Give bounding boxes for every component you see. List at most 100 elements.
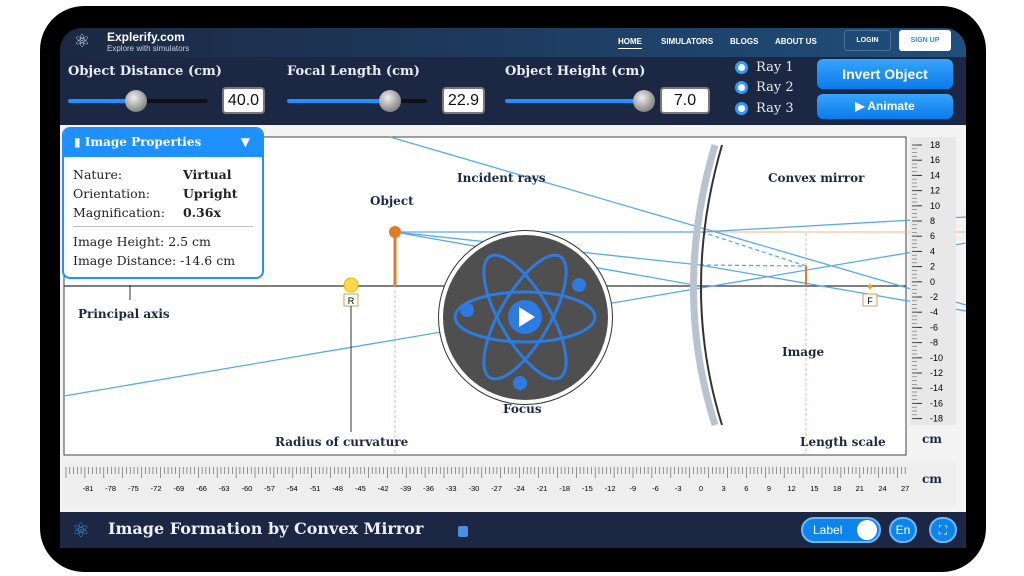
focal-length-label: Focal Length (cm) — [287, 64, 420, 79]
collapse-icon: ▼ — [240, 135, 250, 149]
virtual-ray — [701, 231, 807, 267]
hruler-tick-label: -39 — [400, 484, 411, 493]
vruler-tick-label: 4 — [930, 246, 935, 256]
info-icon[interactable] — [458, 526, 468, 537]
slider-handle[interactable] — [125, 90, 147, 112]
vruler-tick-label: 2 — [930, 262, 935, 272]
hruler-tick-label: -9 — [629, 484, 636, 493]
hruler-tick-label: -66 — [196, 484, 207, 493]
label-toggle[interactable]: Label — [801, 517, 881, 543]
vruler-tick-label: 0 — [930, 277, 935, 287]
length-scale-label: Length scale — [800, 435, 886, 449]
mirror-back — [690, 144, 719, 427]
nav-home[interactable]: HOME — [618, 37, 642, 49]
vruler-tick-label: 16 — [930, 155, 940, 165]
hruler-tick-label: -57 — [264, 484, 275, 493]
hruler-tick-label: -24 — [514, 484, 525, 493]
incident-rays-label: Incident rays — [457, 171, 546, 185]
ray-line — [389, 136, 966, 306]
hruler-tick-label: -27 — [491, 484, 502, 493]
vruler-tick-label: -16 — [930, 398, 943, 408]
invert-object-button[interactable]: Invert Object — [817, 59, 953, 89]
hruler-tick-label: -45 — [355, 484, 366, 493]
vruler-tick-label: -18 — [930, 414, 943, 424]
focal-length-slider[interactable] — [287, 90, 427, 112]
hruler-tick-label: 12 — [788, 484, 796, 493]
hruler-tick-label: -12 — [605, 484, 616, 493]
hruler-tick-label: -3 — [675, 484, 682, 493]
vruler-tick-label: -14 — [930, 383, 943, 393]
focus-point: ✦ — [865, 280, 875, 294]
vruler-tick-label: 12 — [930, 186, 940, 196]
vertical-ruler-unit: cm — [922, 432, 942, 446]
hruler-tick-label: 9 — [767, 484, 771, 493]
hruler-tick-label: -81 — [83, 484, 94, 493]
hruler-tick-label: -6 — [652, 484, 659, 493]
brand-tagline: Explore with simulators — [107, 44, 190, 53]
hruler-tick-label: -48 — [332, 484, 343, 493]
virtual-ray — [699, 264, 807, 267]
brand-name[interactable]: Explerify.com — [107, 30, 185, 44]
image-label: Image — [782, 345, 824, 359]
nav-about[interactable]: ABOUT US — [775, 37, 817, 46]
hruler-tick-label: -42 — [378, 484, 389, 493]
hruler-tick-label: -51 — [310, 484, 321, 493]
animate-button[interactable]: ▶ Animate — [817, 94, 953, 119]
object-height-input[interactable]: 7.0 — [660, 87, 710, 114]
login-button[interactable]: LOGIN — [844, 30, 891, 51]
nav-simulators[interactable]: SIMULATORS — [661, 37, 714, 46]
focal-length-input[interactable]: 22.9 — [442, 87, 485, 114]
hruler-tick-label: -30 — [468, 484, 479, 493]
hruler-tick-label: 27 — [901, 484, 909, 493]
image-distance-value: -14.6 cm — [180, 253, 236, 268]
hruler-tick-label: 18 — [833, 484, 841, 493]
atom-icon: ⚛ — [72, 520, 90, 542]
hruler-tick-label: -15 — [582, 484, 593, 493]
object-distance-label: Object Distance (cm) — [68, 64, 222, 79]
nav-blogs[interactable]: BLOGS — [730, 37, 759, 46]
vruler-tick-label: 6 — [930, 231, 935, 241]
vruler-tick-label: -4 — [930, 307, 938, 317]
hruler-tick-label: -33 — [446, 484, 457, 493]
fullscreen-icon: ⛶ — [938, 523, 948, 537]
radius-point — [343, 277, 359, 293]
fullscreen-button[interactable]: ⛶ — [929, 517, 957, 543]
ray-3-radio[interactable]: Ray 3 — [735, 101, 794, 116]
footer-bar: ⚛ Image Formation by Convex Mirror Label… — [60, 512, 966, 548]
atom-logo-icon: ⚛ — [74, 31, 91, 51]
convex-mirror-label: Convex mirror — [768, 171, 865, 185]
hruler-tick-label: -36 — [423, 484, 434, 493]
object-distance-slider[interactable] — [68, 90, 208, 112]
signup-button[interactable]: SIGN UP — [899, 30, 951, 51]
atom-icon — [453, 253, 597, 390]
object-height-slider[interactable] — [505, 90, 655, 112]
hruler-tick-label: -63 — [219, 484, 230, 493]
language-button[interactable]: En — [889, 517, 917, 543]
object-distance-input[interactable]: 40.0 — [222, 87, 265, 114]
slider-handle[interactable] — [379, 90, 401, 112]
top-nav: ⚛ Explerify.com Explore with simulators … — [60, 28, 966, 57]
vruler-tick-label: -6 — [930, 322, 938, 332]
magnification-value: 0.36x — [183, 205, 221, 220]
panel-header[interactable]: ▮ Image Properties▼ — [64, 129, 262, 157]
roc-label: Radius of curvature — [275, 435, 409, 449]
hruler-tick-label: 15 — [810, 484, 818, 493]
hruler-tick-label: -69 — [173, 484, 184, 493]
video-overlay[interactable] — [438, 230, 613, 405]
object-height-label: Object Height (cm) — [505, 64, 646, 79]
focus-marker: F — [867, 296, 873, 306]
orientation-value: Upright — [183, 186, 238, 201]
play-icon — [519, 307, 535, 327]
hruler-tick-label: -54 — [287, 484, 298, 493]
hruler-tick-label: 21 — [856, 484, 864, 493]
image-properties-panel: ▮ Image Properties▼ Nature:Virtual Orien… — [62, 127, 264, 279]
vruler-tick-label: -2 — [930, 292, 938, 302]
app-screen: ⚛ Explerify.com Explore with simulators … — [60, 28, 966, 548]
vruler-tick-label: 10 — [930, 201, 940, 211]
vruler-tick-label: -8 — [930, 338, 938, 348]
slider-handle[interactable] — [633, 90, 655, 112]
ray-1-radio[interactable]: Ray 1 — [735, 60, 794, 75]
object-handle — [389, 226, 401, 238]
ray-2-radio[interactable]: Ray 2 — [735, 80, 794, 95]
simulation-canvas[interactable]: R ✦ F Object Incident rays Convex mirror… — [60, 125, 966, 512]
